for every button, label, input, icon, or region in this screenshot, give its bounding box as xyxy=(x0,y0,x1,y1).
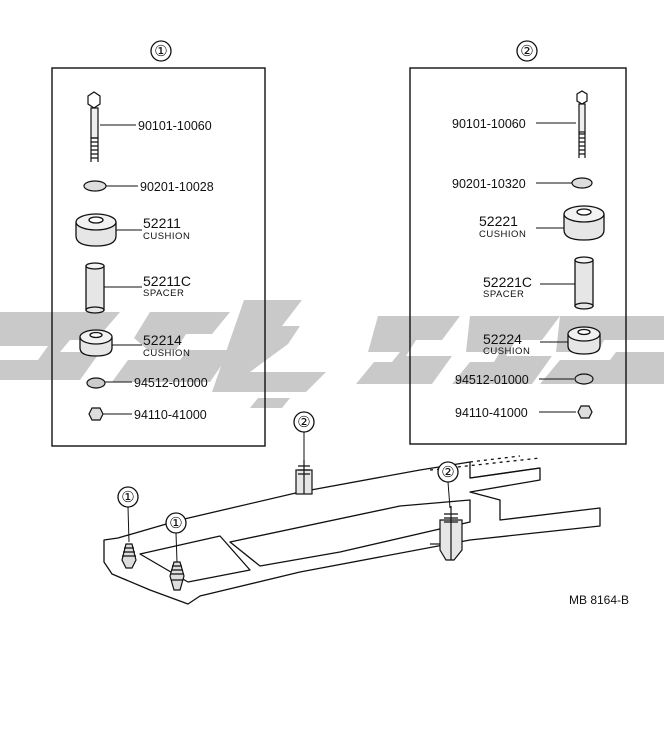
part-description: SPACER xyxy=(483,289,524,300)
part-description: SPACER xyxy=(143,288,184,299)
cushion-icon xyxy=(79,329,113,357)
svg-text:②: ② xyxy=(520,43,533,60)
panel-2-callout: ② xyxy=(516,40,538,62)
cushion-icon xyxy=(563,205,605,241)
part-number: 52224 xyxy=(483,331,522,347)
frame-callout: ① xyxy=(165,512,187,563)
part-description: CUSHION xyxy=(143,231,190,242)
washer-icon xyxy=(83,180,107,192)
mount-icon xyxy=(295,460,313,495)
bolt-icon xyxy=(576,90,588,158)
frame-callout: ① xyxy=(117,486,139,543)
part-number: 94512-01000 xyxy=(455,373,529,387)
part-number: 94110-41000 xyxy=(134,408,207,422)
spacer-icon xyxy=(85,262,105,314)
mount-icon xyxy=(169,561,185,591)
part-description: CUSHION xyxy=(483,346,530,357)
lock-washer-icon xyxy=(86,377,106,389)
part-description: CUSHION xyxy=(143,348,190,359)
washer-icon xyxy=(571,177,593,189)
part-description: CUSHION xyxy=(479,229,526,240)
part-number: 94110-41000 xyxy=(455,406,528,420)
chassis-frame xyxy=(103,455,601,605)
panel-1-callout: ① xyxy=(150,40,172,62)
lock-washer-icon xyxy=(574,373,594,385)
part-number: 90101-10060 xyxy=(138,119,212,133)
frame-callout: ② xyxy=(293,411,315,460)
part-number: 52221C xyxy=(483,274,532,290)
frame-callout: ② xyxy=(437,461,459,509)
part-number: 94512-01000 xyxy=(134,376,208,390)
svg-text:①: ① xyxy=(121,489,134,506)
reference-code: MB 8164-B xyxy=(569,593,629,607)
svg-text:②: ② xyxy=(441,464,454,481)
panel-1-box xyxy=(51,67,266,447)
part-number: 52211 xyxy=(143,215,181,231)
svg-text:①: ① xyxy=(169,515,182,532)
panel-2-box xyxy=(409,67,627,445)
nut-icon xyxy=(88,407,104,421)
part-number: 52221 xyxy=(479,213,518,229)
part-number: 52214 xyxy=(143,332,182,348)
svg-text:①: ① xyxy=(154,43,167,60)
part-number: 90201-10028 xyxy=(140,180,214,194)
svg-text:②: ② xyxy=(297,414,310,431)
spacer-icon xyxy=(574,256,594,310)
cushion-icon xyxy=(567,326,601,355)
part-number: 52211C xyxy=(143,273,191,289)
mount-icon xyxy=(430,506,463,561)
part-number: 90201-10320 xyxy=(452,177,526,191)
mount-icon xyxy=(121,543,137,569)
cushion-icon xyxy=(75,213,117,247)
nut-icon xyxy=(577,405,593,419)
watermark-logo xyxy=(0,300,664,408)
part-number: 90101-10060 xyxy=(452,117,526,131)
bolt-icon xyxy=(87,91,101,162)
